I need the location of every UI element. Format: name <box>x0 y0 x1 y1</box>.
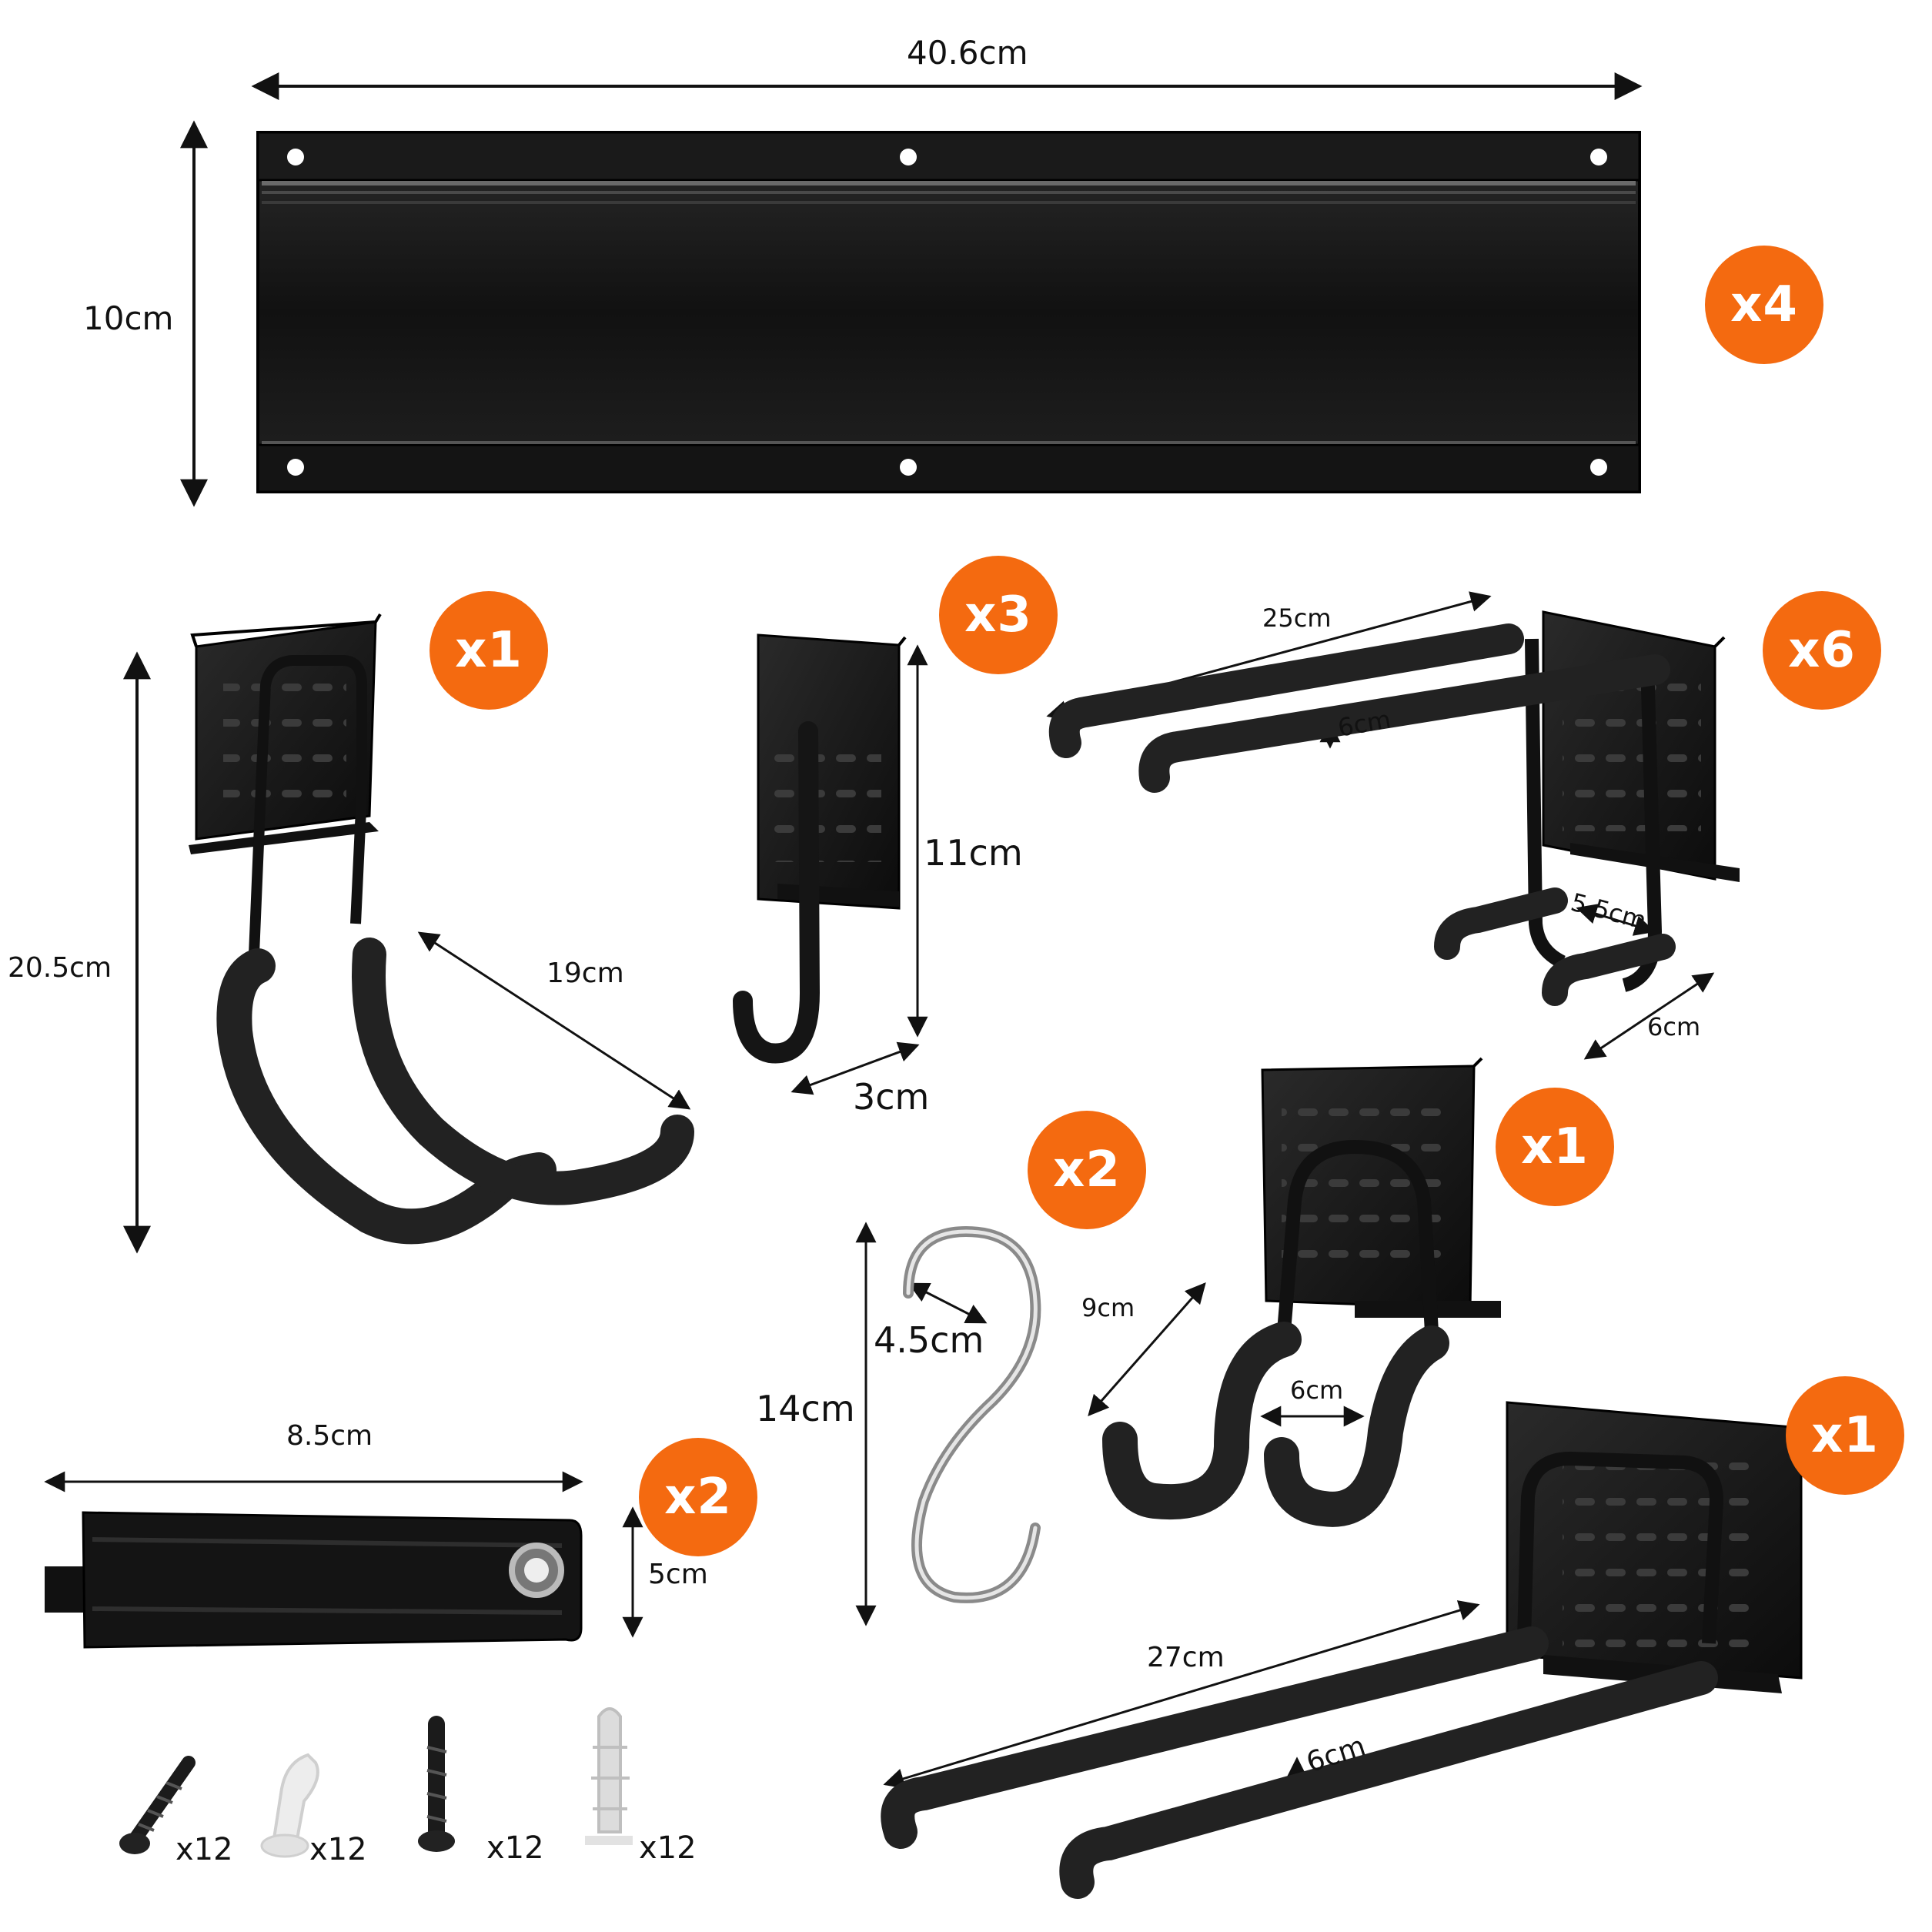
hook-extended <box>881 1401 1814 1899</box>
hook-extended-length-label: 27cm <box>1147 1642 1225 1673</box>
hook-double-long-length-label: 25cm <box>1262 603 1332 633</box>
hardware-anchor-1-quantity: x12 <box>309 1832 367 1867</box>
hardware-screw-1-quantity: x12 <box>175 1832 233 1867</box>
rail-body <box>256 131 1641 493</box>
hook-u <box>1088 1057 1501 1527</box>
hardware-anchor-2 <box>585 1707 633 1845</box>
rail-length-label: 40.6cm <box>907 34 1028 72</box>
rail-height-label: 10cm <box>83 299 174 337</box>
strap-width-label: 5cm <box>648 1559 708 1590</box>
hook-double-long <box>1046 591 1740 1060</box>
hook-double-long-depth-label: 6cm <box>1647 1012 1701 1041</box>
hook-single-height-label: 11cm <box>924 832 1023 874</box>
quantity-badge-hook-single: x3 <box>939 556 1058 674</box>
hardware-screw-1 <box>119 1756 196 1854</box>
quantity-badge-strap: x2 <box>639 1438 757 1556</box>
hook-single-reach-label: 3cm <box>853 1076 930 1118</box>
hardware-screw-2 <box>418 1716 455 1852</box>
quantity-badge-hook-u: x1 <box>1496 1088 1614 1206</box>
s-hook-width-label: 4.5cm <box>874 1319 984 1361</box>
hook-single <box>733 633 928 1095</box>
rail <box>180 72 1643 507</box>
quantity-badge-hook-extended: x1 <box>1786 1376 1904 1495</box>
quantity-badge-rail: x4 <box>1705 246 1823 364</box>
strap <box>44 1471 643 1649</box>
hardware-anchor-1 <box>260 1753 319 1858</box>
s-hook-height-label: 14cm <box>756 1388 855 1429</box>
hardware-anchor-2-quantity: x12 <box>639 1830 697 1866</box>
hook-double-curved-height-label: 20.5cm <box>8 952 112 984</box>
hook-u-reach-label: 9cm <box>1081 1293 1135 1322</box>
hook-double-curved <box>123 613 694 1254</box>
quantity-badge-hook-double-long: x6 <box>1763 591 1881 710</box>
hook-double-curved-reach-label: 19cm <box>547 958 624 989</box>
quantity-badge-s-hook: x2 <box>1028 1111 1146 1229</box>
s-hook <box>855 1222 1041 1626</box>
quantity-badge-hook-double-curved: x1 <box>430 591 548 710</box>
hook-u-gap-label: 6cm <box>1290 1375 1344 1405</box>
strap-length-label: 8.5cm <box>286 1420 373 1452</box>
hardware-screw-2-quantity: x12 <box>486 1830 544 1866</box>
